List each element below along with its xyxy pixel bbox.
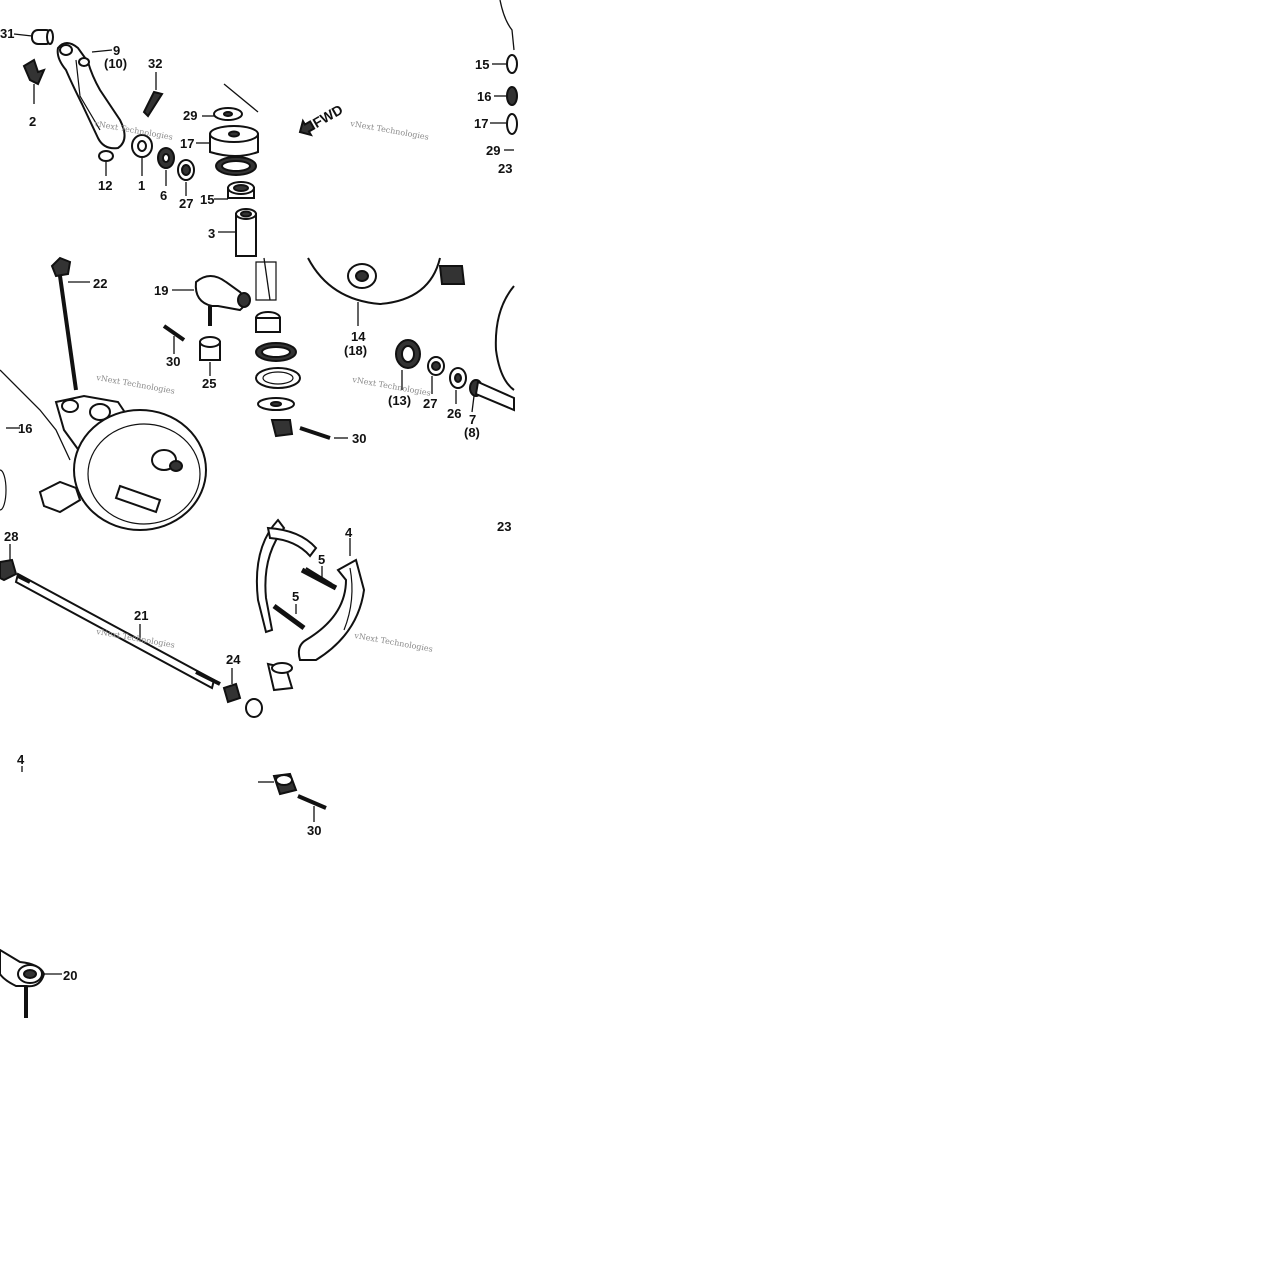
label-2: 2 — [29, 114, 36, 129]
label-17: 17 — [180, 136, 194, 151]
label-28: 28 — [4, 529, 18, 544]
label-30-lower: 30 — [307, 823, 321, 838]
label-10: (10) — [104, 56, 127, 71]
label-14: 14 — [351, 329, 366, 344]
label-25: 25 — [202, 376, 216, 391]
label-1: 1 — [138, 178, 145, 193]
label-24: 24 — [226, 652, 241, 667]
label-32: 32 — [148, 56, 162, 71]
lower-castle-nut — [258, 772, 298, 796]
part-2-wing-bolt — [22, 58, 46, 104]
part-27-seal — [177, 159, 195, 196]
part-1-washer — [131, 134, 153, 176]
part-22-long-bolt — [50, 256, 90, 391]
label-31: 31 — [0, 26, 14, 41]
part-26-washer — [449, 367, 467, 404]
part-4-brake-shoe-left — [255, 518, 318, 634]
label-22: 22 — [93, 276, 107, 291]
label-4-lower: 4 — [17, 752, 25, 767]
svg-text:vNext Technologies: vNext Technologies — [349, 119, 430, 142]
part-5-spring-upper — [300, 566, 338, 591]
part-12-nut — [98, 150, 114, 176]
label-9: 9 — [113, 43, 120, 58]
part-19-tie-rod-end — [172, 275, 251, 326]
tile-steering-arm: FWD — [13, 29, 346, 257]
part-28-nut — [0, 544, 18, 582]
label-3: 3 — [208, 226, 215, 241]
label-16: 16 — [18, 421, 32, 436]
label-7: 7 — [469, 412, 476, 427]
part-27-seal-lower — [427, 356, 445, 394]
part-31-collar — [31, 29, 54, 45]
label-5-upper: 5 — [318, 552, 325, 567]
knuckle-drum-assembly — [0, 369, 207, 531]
tile-kingpin-right — [490, 0, 518, 151]
svg-text:vNext Technologies: vNext Technologies — [95, 373, 176, 396]
label-29-right: 29 — [486, 143, 500, 158]
label-21: 21 — [134, 608, 148, 623]
part-24-nut — [222, 668, 242, 704]
part-29-washer — [202, 107, 243, 121]
part-3-kingpin — [218, 208, 257, 257]
part-20-tie-rod-end — [0, 948, 62, 1018]
svg-text:vNext Technologies: vNext Technologies — [353, 631, 434, 654]
label-15: 15 — [200, 192, 214, 207]
part-7-axle — [469, 379, 515, 413]
part-21-tie-rod — [14, 572, 221, 690]
label-23: 23 — [498, 161, 512, 176]
label-13: (13) — [388, 393, 411, 408]
label-29: 29 — [183, 108, 197, 123]
fwd-arrow-icon: FWD — [298, 101, 346, 137]
label-6: 6 — [160, 188, 167, 203]
brake-cam — [266, 662, 294, 692]
part-labels: 31 9 (10) 32 2 29 17 12 1 6 27 15 3 15 1… — [0, 26, 512, 983]
label-18: (18) — [344, 343, 367, 358]
label-17-right: 17 — [474, 116, 488, 131]
part-30-cotter-pin — [162, 324, 186, 354]
label-8: (8) — [464, 425, 480, 440]
label-15-right: 15 — [475, 57, 489, 72]
label-23-lower: 23 — [497, 519, 511, 534]
label-4: 4 — [345, 525, 353, 540]
hub-bushing-stack — [255, 311, 301, 438]
part-15-bushing — [214, 181, 255, 200]
label-30-mid: 30 — [352, 431, 366, 446]
part-32-bolt — [142, 72, 164, 118]
label-27-lower: 27 — [423, 396, 437, 411]
fwd-label: FWD — [310, 101, 346, 131]
label-19: 19 — [154, 283, 168, 298]
part-30-cotter-pin-lower — [297, 794, 327, 822]
part-bushing-ring — [215, 156, 257, 176]
part-17-cap — [196, 125, 259, 157]
part-13-seal — [395, 339, 421, 390]
tile-hub-parts — [255, 257, 515, 440]
label-16-right: 16 — [477, 89, 491, 104]
tile-brake-shoes — [255, 518, 366, 692]
part-6-bearing — [157, 147, 175, 186]
part-25-castle-nut — [199, 336, 221, 376]
label-30: 30 — [166, 354, 180, 369]
tile-tie-rod — [0, 544, 263, 718]
part-5-spring-lower — [272, 603, 306, 631]
tile-lower-parts — [0, 766, 327, 1018]
label-12: 12 — [98, 178, 112, 193]
part-4-brake-shoe-right — [297, 538, 366, 661]
label-5-lower: 5 — [292, 589, 299, 604]
label-27: 27 — [179, 196, 193, 211]
part-9-steering-arm — [56, 42, 126, 150]
tile-knuckle-drum — [0, 256, 251, 531]
part-14-brake-drum — [307, 257, 466, 326]
label-20: 20 — [63, 968, 77, 983]
label-26: 26 — [447, 406, 461, 421]
